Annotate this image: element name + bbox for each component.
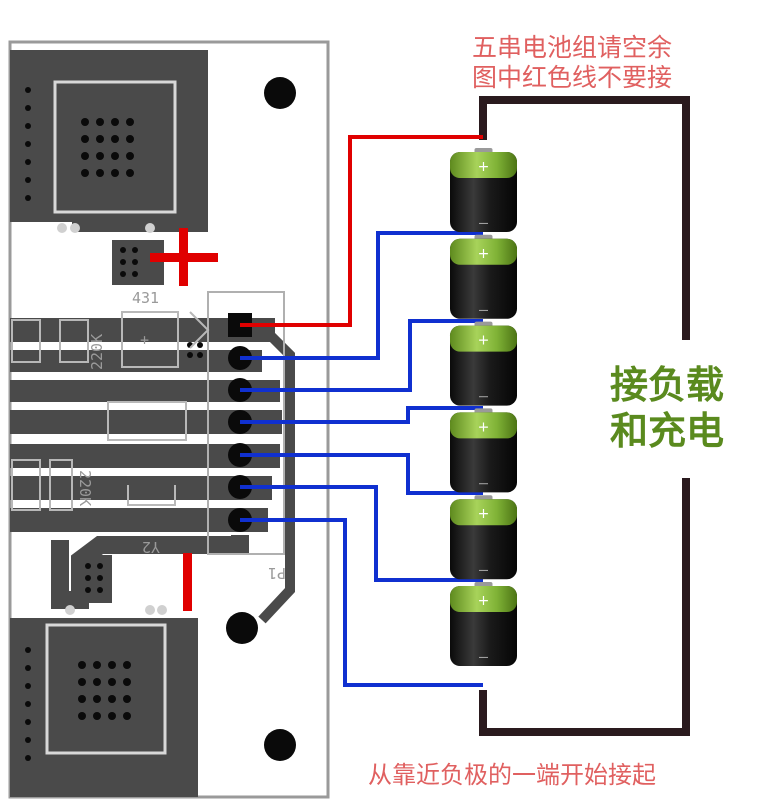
blue-wire-5 xyxy=(240,485,483,582)
blue-wire-3 xyxy=(240,406,483,424)
pcb-board: 431 220K 220K Y2 P1 + xyxy=(8,40,330,799)
battery-minus-label: — xyxy=(479,478,489,489)
battery-plus-label: + xyxy=(478,593,490,609)
battery-minus-label: — xyxy=(479,565,489,576)
battery-plus-label: + xyxy=(478,419,490,435)
battery: +— xyxy=(450,148,517,232)
battery-minus-label: — xyxy=(479,305,489,316)
top-note-line-2: 图中红色线不要接 xyxy=(472,63,673,92)
load-wire-bottom xyxy=(479,478,690,736)
silk-220k-top: 220K xyxy=(88,334,106,370)
battery-minus-label: — xyxy=(479,652,489,663)
load-label-line-2: 和充电 xyxy=(610,409,725,453)
battery: +— xyxy=(450,234,517,319)
load-wire-top xyxy=(479,96,690,340)
battery-cap xyxy=(450,499,517,526)
blue-wire-1 xyxy=(240,231,483,360)
battery-plus-label: + xyxy=(478,506,490,522)
minus-marker xyxy=(183,553,192,611)
blue-wire-2 xyxy=(240,319,483,392)
red-wire xyxy=(240,135,483,327)
battery-plus-label: + xyxy=(478,246,490,262)
bottom-note: 从靠近负极的一端开始接起 xyxy=(368,761,656,789)
battery-stack: +—+—+—+—+—+— xyxy=(450,148,517,666)
battery: +— xyxy=(450,408,517,493)
top-note: 五串电池组请空余 图中红色线不要接 xyxy=(472,33,672,93)
blue-wires xyxy=(240,231,483,687)
battery: +— xyxy=(450,495,517,580)
battery: +— xyxy=(450,582,517,666)
battery-cap xyxy=(450,586,517,612)
battery-plus-label: + xyxy=(478,159,490,175)
silk-431: 431 xyxy=(132,289,159,307)
battery-cap xyxy=(450,152,517,178)
blue-wire-4 xyxy=(240,453,483,495)
load-label-line-1: 接负载 xyxy=(610,363,725,407)
silk-p1: P1 xyxy=(268,564,286,582)
battery-minus-label: — xyxy=(479,392,489,403)
silk-y2: Y2 xyxy=(142,538,160,556)
battery-cap xyxy=(450,325,517,352)
plus-marker-vertical xyxy=(179,228,188,286)
battery-cap xyxy=(450,412,517,439)
top-note-line-1: 五串电池组请空余 xyxy=(472,33,673,62)
battery-minus-label: — xyxy=(479,218,489,229)
battery: +— xyxy=(450,321,517,406)
load-charge-label: 接负载 和充电 xyxy=(610,362,760,454)
battery-cap xyxy=(450,238,517,265)
blue-wire-6 xyxy=(240,518,483,687)
silk-220k-bottom: 220K xyxy=(76,470,94,506)
silk-plus: + xyxy=(140,331,149,349)
battery-plus-label: + xyxy=(478,333,490,349)
